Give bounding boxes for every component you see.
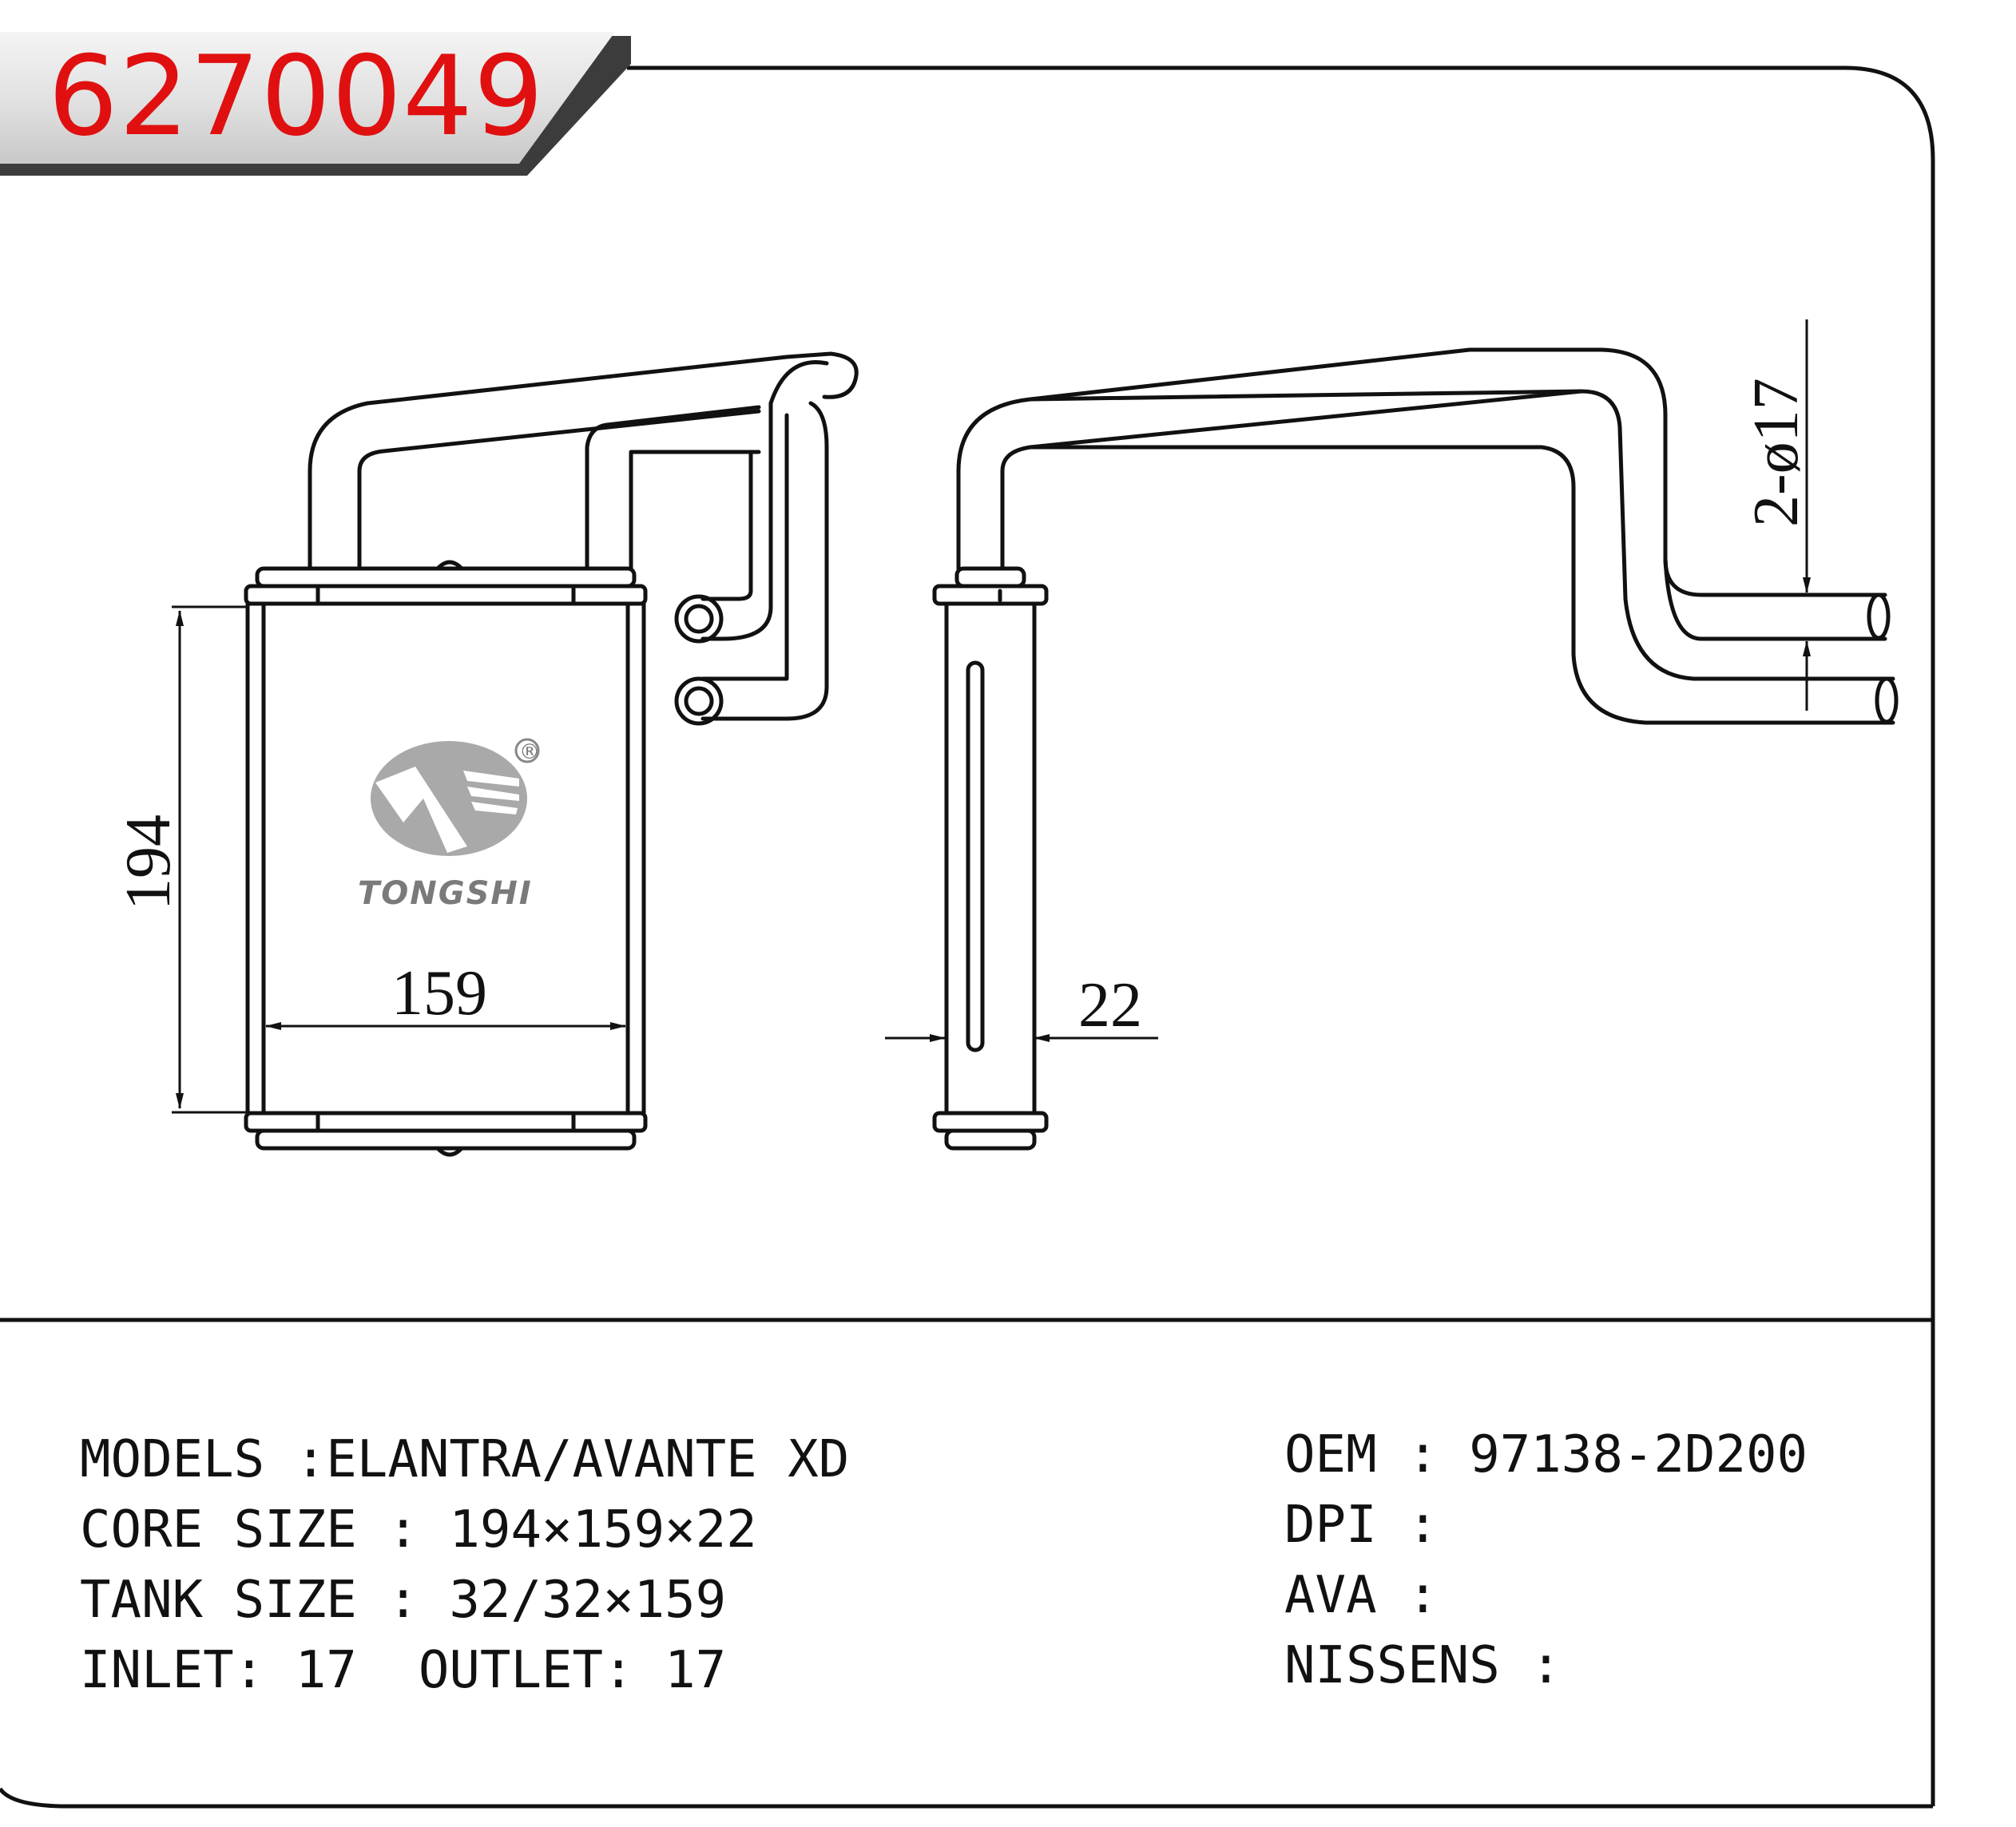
dimension-depth: 22 <box>885 970 1158 1042</box>
tongshi-logo: ® TONGSHI <box>358 738 540 912</box>
part-number-banner <box>0 32 631 176</box>
ref-ava: AVA : <box>1284 1566 1439 1625</box>
sheet-frame <box>0 65 1935 1809</box>
part-number: 6270049 <box>48 32 545 161</box>
dimension-pipe-label: 2-ø17 <box>1741 378 1812 527</box>
dimension-depth-label: 22 <box>1078 970 1142 1040</box>
ref-nissens: NISSENS : <box>1284 1636 1562 1695</box>
spec-models: MODELS :ELANTRA/AVANTE XD <box>80 1430 850 1489</box>
side-view <box>932 347 1899 1151</box>
dimension-width: 159 <box>265 958 626 1030</box>
ref-oem: OEM : 97138-2D200 <box>1284 1425 1808 1484</box>
dimension-height: 194 <box>113 605 248 1114</box>
spec-inlet-outlet: INLET: 17 OUTLET: 17 <box>80 1641 727 1700</box>
front-view <box>244 351 859 1157</box>
dimension-pipe: 2-ø17 <box>1741 319 1812 711</box>
spec-tank-size: TANK SIZE : 32/32×159 <box>80 1571 727 1630</box>
dimension-height-label: 194 <box>113 814 184 910</box>
registered-mark: ® <box>519 740 540 764</box>
ref-dpi: DPI : <box>1284 1496 1439 1555</box>
spec-core-size: CORE SIZE : 194×159×22 <box>80 1500 757 1559</box>
dimension-width-label: 159 <box>391 958 487 1028</box>
logo-brand-text: TONGSHI <box>358 875 533 912</box>
